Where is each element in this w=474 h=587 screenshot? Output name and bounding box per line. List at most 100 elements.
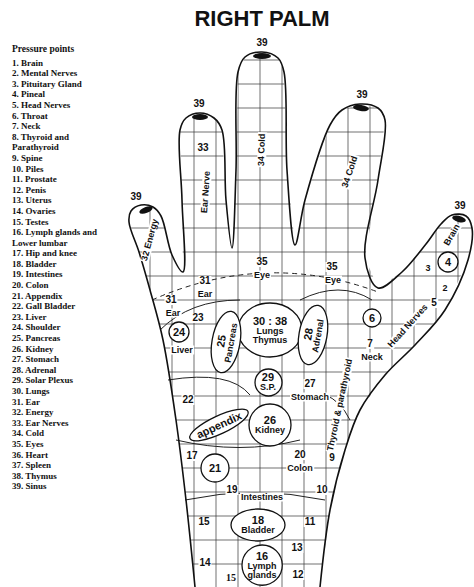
point-label: Liver (170, 346, 194, 355)
fingertip-mark (192, 114, 208, 120)
organ-name: Adrenal (311, 319, 326, 354)
grid-line (110, 372, 474, 373)
grid-line (110, 276, 474, 277)
organ-name: Bladder (241, 526, 275, 535)
list-item: 38. Thymus (12, 471, 116, 482)
callout-number: appendix (195, 410, 243, 440)
list-item: 13. Uterus (12, 195, 116, 206)
point-label: Eye (253, 271, 271, 280)
list-item: 9. Spine (12, 153, 116, 164)
region-text-area: appendix (185, 402, 253, 448)
point-label: 39 (192, 99, 205, 109)
region-text-wrap: 21 (209, 463, 221, 474)
organ-name: S.P. (260, 383, 276, 392)
callout-number: 29 (260, 372, 276, 383)
pressure-point-region: 21 (200, 453, 230, 483)
list-item: 2. Mental Nerves (12, 68, 116, 79)
region-text-wrap: appendix (195, 410, 243, 440)
region-text-area: 25Pancreas (206, 308, 247, 376)
grid-line (458, 40, 459, 587)
organ-name: Pancreas (224, 322, 240, 363)
region-ellipse (438, 252, 458, 272)
region-text-area: 29S.P. (254, 368, 283, 397)
callout-number: 21 (209, 463, 221, 474)
region-text-wrap: 24 (173, 327, 185, 338)
list-item: 28. Adrenal (12, 365, 116, 376)
pressure-point-region: 30 : 38Lungs Thymus (237, 302, 303, 358)
grid-line (110, 420, 474, 421)
list-item: 29. Solar Plexus (12, 375, 116, 386)
region-text-area: 6 (362, 308, 382, 328)
region-lines (152, 273, 378, 500)
point-label: 35 (325, 262, 338, 272)
list-item: 22. Gall Bladder (12, 301, 116, 312)
region-ellipse (238, 303, 302, 357)
pressure-point-region: 24 (168, 321, 190, 343)
point-label: 33 (196, 143, 209, 153)
grid-line (110, 132, 474, 133)
callout-number: 24 (173, 327, 185, 338)
region-text-area: 30 : 38Lungs Thymus (237, 302, 303, 358)
point-label: Ear (165, 309, 182, 318)
region-line (300, 290, 372, 300)
list-item: 7. Neck (12, 121, 116, 132)
point-label: 31 (198, 276, 211, 286)
region-text-wrap: 25Pancreas (213, 321, 240, 364)
region-ellipse (231, 509, 285, 541)
list-item: 5. Head Nerves (12, 100, 116, 111)
region-ellipse (201, 454, 229, 482)
point-label: 39 (255, 38, 268, 48)
point-label: 34 Cold (257, 133, 267, 168)
region-ellipse (255, 369, 282, 396)
region-ellipse (363, 309, 381, 327)
grid-line (110, 540, 474, 541)
pressure-point-region: appendix (185, 402, 253, 448)
region-ellipse (186, 403, 252, 446)
point-label: 22 (181, 395, 194, 405)
grid-line (110, 84, 474, 85)
point-label: 11 (304, 517, 317, 527)
list-item: 39. Sinus (12, 481, 116, 492)
region-text-wrap: 6 (369, 313, 375, 324)
point-label: Brain (442, 222, 462, 248)
point-label: Ear (197, 290, 214, 299)
point-label: Eye (324, 276, 342, 285)
region-text-wrap: 28Adrenal (300, 317, 326, 353)
region-text-wrap: 29S.P. (260, 372, 276, 392)
point-label: 19 (225, 485, 238, 495)
point-label: Ear Nerve (200, 170, 212, 215)
region-text-area: 28Adrenal (293, 302, 333, 368)
list-item: 34. Cold (12, 428, 116, 439)
region-text-area: 21 (200, 453, 230, 483)
list-item: 31. Ear (12, 397, 116, 408)
region-text-wrap: 18Bladder (241, 515, 275, 535)
region-text-area: 24 (168, 321, 190, 343)
pressure-point-region: 29S.P. (254, 368, 283, 397)
point-label: 17 (185, 451, 198, 461)
point-label: Neck (360, 353, 384, 362)
page-number: 15 (225, 573, 237, 583)
point-label: Colon (286, 464, 314, 473)
region-ellipse (169, 322, 189, 342)
list-item: 8. Thyroid and Parathyroid (12, 132, 116, 153)
list-item: 21. Appendix (12, 291, 116, 302)
fingertip-marks (138, 53, 466, 224)
grid-line (110, 564, 474, 565)
point-label: 10 (315, 485, 328, 495)
point-label: 2 (441, 284, 448, 293)
grid-line (216, 40, 217, 587)
point-label: 34 Cold (340, 154, 359, 190)
grid-line (110, 492, 474, 493)
list-item: 32. Energy (12, 407, 116, 418)
region-text-area: 18Bladder (230, 508, 286, 542)
point-label: 14 (198, 558, 211, 568)
list-item: 12. Penis (12, 185, 116, 196)
point-label: 23 (191, 313, 204, 323)
list-item: 4. Pineal (12, 89, 116, 100)
fingertip-mark (138, 205, 153, 215)
grid-line (110, 516, 474, 517)
list-item: 24. Shoulder (12, 322, 116, 333)
list-item: 15. Testes (12, 217, 116, 228)
region-text-wrap: 4 (445, 257, 451, 268)
region-text-area: 26Kidney (248, 403, 292, 447)
